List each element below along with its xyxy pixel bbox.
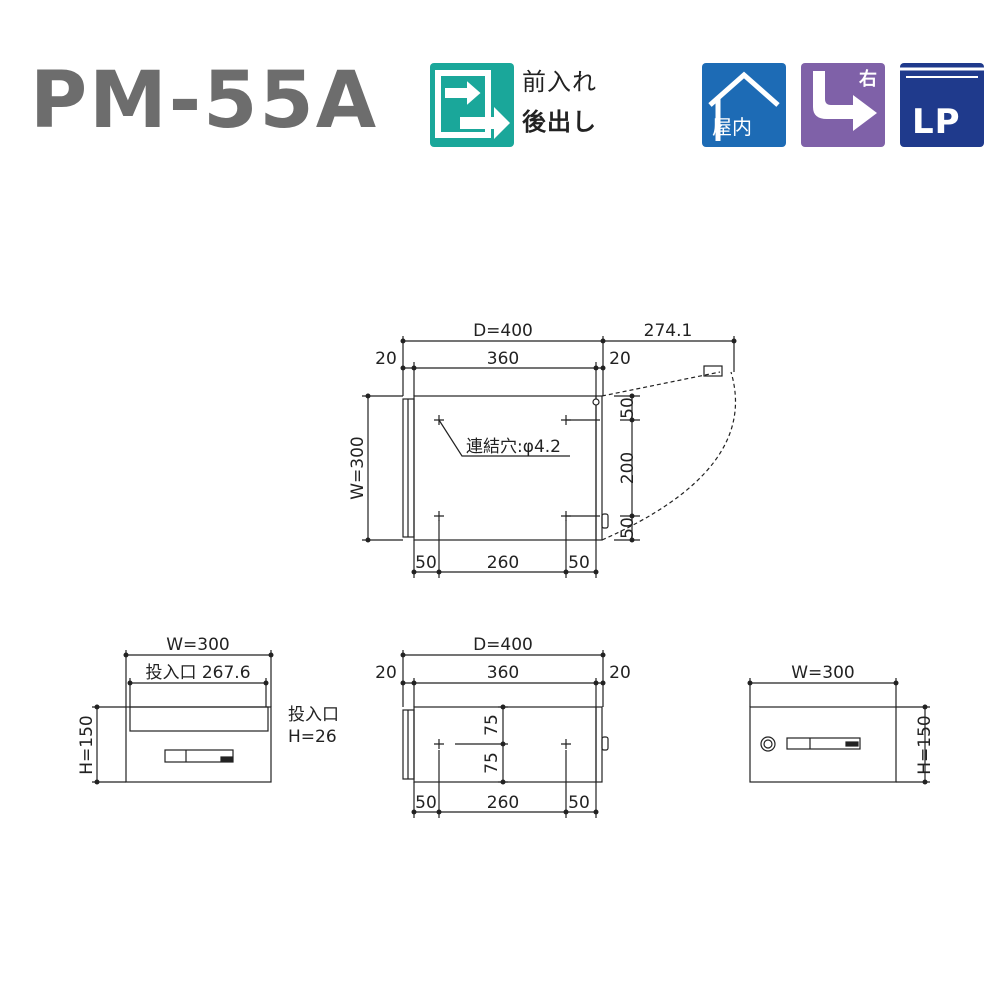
front-view-labels: W=300 投入口 267.6 H=150 投入口 H=26 (77, 635, 339, 775)
side-hole-offset-top-label: 75 (482, 714, 502, 736)
front-in-rear-out-icon (430, 63, 514, 147)
top-left-margin-label: 20 (375, 349, 397, 369)
indoor-label: 屋内 (712, 115, 752, 139)
front-in-label: 前入れ (522, 68, 597, 96)
slot-height-label: H=26 (288, 727, 337, 747)
side-right-margin-label: 20 (609, 663, 631, 683)
lp-label: LP (912, 102, 961, 142)
front-view-body (125, 706, 272, 783)
top-hole-pitch-h-label: 260 (487, 553, 519, 573)
rear-out-label: 後出し (522, 108, 597, 136)
side-hole-pitch-h-label: 260 (487, 793, 519, 813)
side-hole-offset-left-label: 50 (415, 793, 437, 813)
top-view-labels: D=400 274.1 20 360 20 W=300 連結穴:φ4.2 50 … (348, 321, 692, 573)
side-left-margin-label: 20 (375, 663, 397, 683)
top-view-body (402, 395, 609, 541)
top-width-label: W=300 (348, 436, 368, 500)
side-hole-offset-right-label: 50 (568, 793, 590, 813)
door-swing-label: 274.1 (644, 321, 693, 341)
door-swing-arc (601, 365, 736, 541)
side-inner-depth-label: 360 (487, 663, 519, 683)
hole-offset-bottom-label: 50 (618, 517, 638, 539)
hole-offset-top-label: 50 (618, 397, 638, 419)
hole-label: 連結穴:φ4.2 (466, 437, 561, 457)
hole-pitch-v-label: 200 (618, 452, 638, 484)
side-view-labels: D=400 20 360 20 75 75 50 260 50 (375, 635, 631, 813)
rear-view-body (749, 706, 897, 783)
front-width-label: W=300 (166, 635, 230, 655)
rear-view-labels: W=300 H=150 (791, 663, 935, 775)
front-slot-width-label: 投入口 267.6 (145, 663, 250, 683)
indoor-icon: 屋内 (702, 63, 786, 147)
side-depth-label: D=400 (473, 635, 533, 655)
top-inner-depth-label: 360 (487, 349, 519, 369)
top-depth-label: D=400 (473, 321, 533, 341)
top-right-margin-label: 20 (609, 349, 631, 369)
top-hole-offset-right-label: 50 (568, 553, 590, 573)
lp-icon: LP (900, 63, 984, 147)
rear-view-dimensions (749, 678, 930, 783)
right-label: 右 (859, 69, 877, 90)
right-hinge-icon: 右 (801, 63, 885, 147)
slot-label: 投入口 (288, 705, 339, 725)
dimension-dots (94, 338, 928, 815)
model-number: PM-55A (30, 56, 379, 146)
top-view-holes (434, 415, 600, 521)
header: PM-55A 前入れ 後出し 屋内 右 LP (0, 0, 1000, 170)
side-hole-offset-bottom-label: 75 (482, 752, 502, 774)
top-hole-offset-left-label: 50 (415, 553, 437, 573)
rear-height-label: H=150 (915, 715, 935, 774)
front-height-label: H=150 (77, 715, 97, 774)
rear-width-label: W=300 (791, 663, 855, 683)
